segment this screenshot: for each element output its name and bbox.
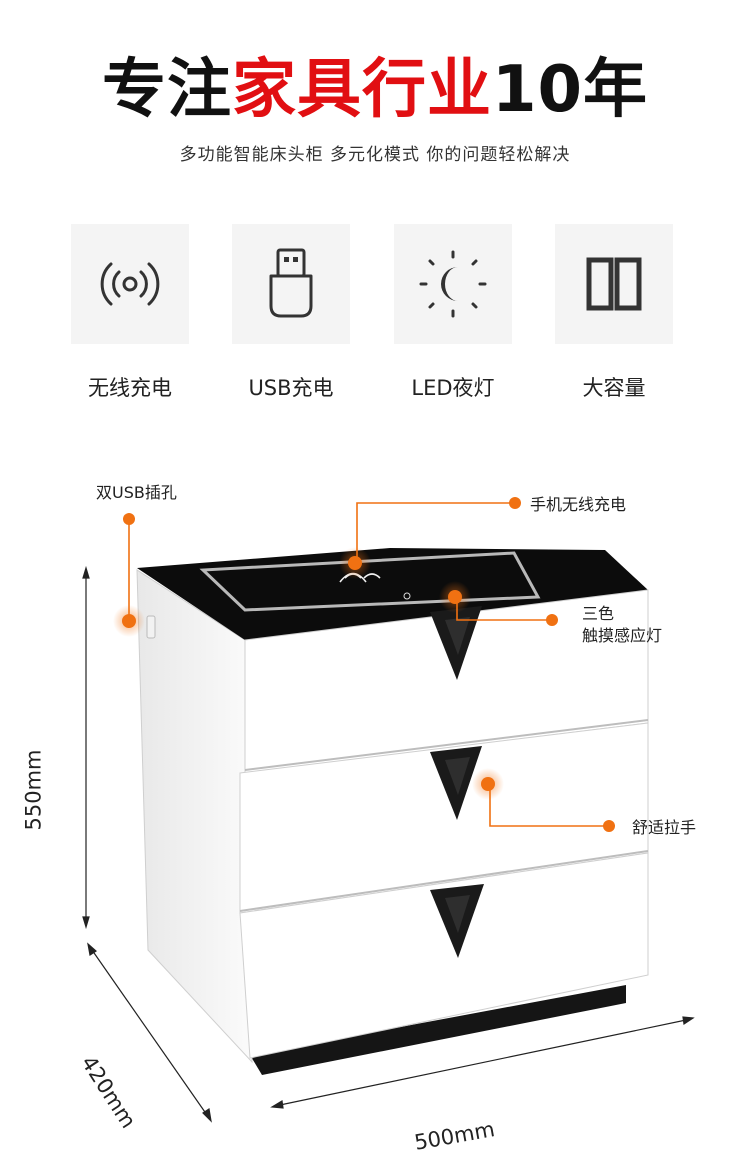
cabinet-base (250, 985, 626, 1075)
feature-label-usb: USB充电 (248, 376, 334, 400)
callout-wireless: 手机无线充电 (530, 495, 627, 514)
feature-label-wireless: 无线充电 (88, 376, 172, 400)
page-title: 专注家具行业10年 (0, 52, 750, 128)
callout-usb: 双USB插孔 (96, 483, 177, 502)
callout-light-line2: 触摸感应灯 (582, 626, 663, 645)
moon-light-icon (419, 250, 487, 318)
feature-tile-led (394, 224, 512, 344)
light-ring (199, 551, 541, 612)
wireless-charge-icon (100, 262, 160, 306)
callout-light-line1: 三色 (582, 604, 615, 623)
drawer-3 (239, 852, 649, 1059)
dimension-lines (82, 565, 695, 1123)
page-subtitle: 多功能智能床头柜 多元化模式 你的问题轻松解决 (179, 145, 571, 165)
title-part-3: 10年 (491, 53, 649, 127)
feature-label-led: LED夜灯 (411, 376, 495, 400)
drawer-handles (430, 606, 484, 958)
cabinet-side (136, 569, 253, 1064)
feature-tile-wireless (71, 224, 189, 344)
feature-label-storage: 大容量 (582, 376, 646, 400)
cabinet-top (137, 548, 648, 640)
dimension-height: 550mm (21, 749, 46, 831)
title-part-1: 专注 (101, 53, 232, 127)
storage-icon (586, 257, 642, 311)
title-part-2: 家具行业 (231, 53, 492, 127)
usb-port-icon (146, 615, 156, 639)
callout-markers (113, 497, 615, 832)
usb-icon (269, 248, 313, 318)
feature-tile-usb (232, 224, 350, 344)
feature-tile-storage (555, 224, 673, 344)
callout-handle: 舒适拉手 (632, 818, 697, 837)
